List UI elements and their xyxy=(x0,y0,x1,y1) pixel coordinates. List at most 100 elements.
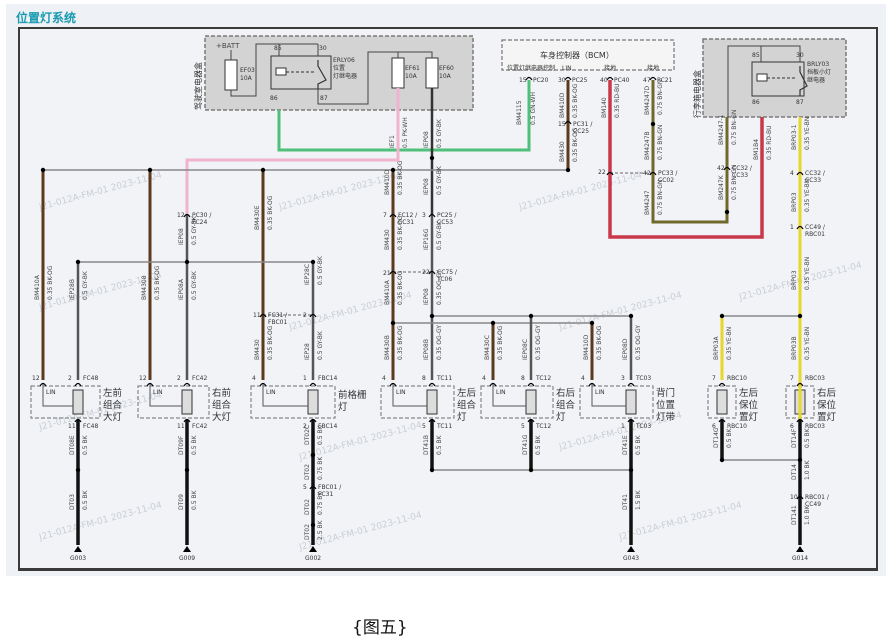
connector-icon xyxy=(428,270,436,275)
wire-spec: 0.35 YE-BN xyxy=(804,257,811,290)
wire-red-bm140 xyxy=(608,80,764,239)
cabin-box-label: 驾驶室电器盒 xyxy=(193,62,203,110)
bcm-pin-label: 接地 xyxy=(647,64,659,72)
wire-spec: 0.5 GY-BK xyxy=(436,165,443,195)
bcm-box xyxy=(501,39,675,71)
relay-desc: 灯继电器 xyxy=(333,72,357,80)
relay-coil-icon xyxy=(756,73,768,82)
lamp-name: 保位 xyxy=(739,399,759,411)
wire-spec: 0.35 BK-OG xyxy=(397,215,404,250)
splice-dot xyxy=(429,313,435,319)
wire-spec: 0.35 BK-OG xyxy=(267,195,274,230)
wire-code: BM1B4 xyxy=(753,139,760,160)
wire-spec: 0.75 BN-GN xyxy=(731,165,738,200)
wire-code: BM430C xyxy=(484,335,491,360)
watermark-text: J21-012A-FM-01 2023-11-04 xyxy=(37,500,163,543)
lamp-name: 保位 xyxy=(817,399,837,411)
pin-number: 7 xyxy=(712,375,716,382)
splice-dot xyxy=(589,320,595,326)
connector-name: TC11 xyxy=(436,375,452,382)
connector-icon xyxy=(627,418,635,423)
connector-name: TC03 xyxy=(635,375,651,382)
wire-code: BM410A xyxy=(384,279,391,305)
connector-icon xyxy=(259,382,267,387)
bcm-pin-icon xyxy=(564,76,572,81)
lamp-name: 右后 xyxy=(817,387,837,399)
pin-number: 2 xyxy=(303,312,307,319)
splice-dot xyxy=(724,209,730,215)
ground-label: G002 xyxy=(305,555,321,562)
wire-code: DT08E xyxy=(69,435,76,455)
ground-label: G043 xyxy=(623,555,639,562)
connector-name: CC49 xyxy=(805,501,821,508)
pin-number: 5 xyxy=(422,423,426,430)
relay-switch-icon xyxy=(799,66,808,96)
wire-code: BRP03 xyxy=(791,192,798,212)
wire-code: IEP08 xyxy=(423,288,430,305)
lamp-box xyxy=(480,385,554,419)
lin-label: LIN xyxy=(396,389,406,396)
wire-spec: 1.0 BK xyxy=(804,459,811,480)
ground-label: G003 xyxy=(70,555,86,562)
connector-name: FBC14 xyxy=(318,423,337,430)
pin-number: 30 xyxy=(558,77,566,84)
wire-spec: 0.35 BK-OG xyxy=(47,265,54,300)
wire-spec: 0.35 OG-GY xyxy=(436,325,443,360)
pin-number: 1 xyxy=(303,375,307,382)
splice-dot xyxy=(390,167,396,173)
pin-number: 12 xyxy=(139,375,147,382)
connector-name: TC11 xyxy=(436,423,452,430)
connector-name: PC21 xyxy=(657,77,673,84)
connector-icon xyxy=(428,418,436,423)
wire-code: DT09F xyxy=(178,435,185,455)
lin-wire xyxy=(149,384,182,407)
wire-code: DT14 xyxy=(791,464,798,480)
wire-code: DT14F xyxy=(791,428,798,448)
wire-spec: 0.35 BK-OG xyxy=(154,265,161,300)
connector-name: PC25 / xyxy=(437,212,457,219)
relay-desc: 挡板小灯 xyxy=(807,68,831,76)
splice-dot xyxy=(75,467,81,473)
lamp-icon xyxy=(426,389,438,415)
relay-pin: 85 xyxy=(752,52,760,59)
wire-spec: 0.75 BN-GN xyxy=(731,110,738,145)
ground-icon xyxy=(309,546,317,552)
bcm-pin-label: LIN xyxy=(562,65,572,72)
connector-name: CC32 / xyxy=(732,165,753,172)
splice-dot xyxy=(184,467,190,473)
lin-label: LIN xyxy=(153,389,163,396)
connector-name: FC42 xyxy=(192,375,207,382)
connector-icon xyxy=(183,213,191,218)
wire-spec: 2.5 BK xyxy=(317,519,324,540)
pin-number: 3 xyxy=(422,212,426,219)
lamp-name: 右后 xyxy=(556,387,576,399)
wire-code: BRP03B xyxy=(791,336,798,360)
wire-spec: 0.35 OG-GY xyxy=(436,270,443,305)
connector-marks xyxy=(39,76,804,552)
lin-wire xyxy=(392,384,427,407)
pin-number: 22 xyxy=(598,169,606,176)
connector-name: TC03 xyxy=(635,423,651,430)
fuse-id: EF61 xyxy=(405,65,420,72)
wire-code: BRP03-1 xyxy=(791,124,798,150)
lin-wire xyxy=(262,384,308,407)
relay-coil-icon xyxy=(275,67,287,76)
wire-code: DT41B xyxy=(423,435,430,455)
connector-icon xyxy=(428,382,436,387)
connector-icon xyxy=(723,166,731,171)
wire-code: BM430 xyxy=(254,339,261,360)
wire-spec: 0.5 GN-WH xyxy=(530,92,537,125)
pin-number: 8 xyxy=(422,375,426,382)
pin-number: 7 xyxy=(383,212,387,219)
lamp-icon xyxy=(307,389,319,415)
wire-code: BM430 xyxy=(384,229,391,250)
fuse-icon xyxy=(224,59,238,91)
pin-number: 1 xyxy=(790,224,794,231)
wire-code: BRP03 xyxy=(791,270,798,290)
wire-code: BM4308 xyxy=(141,275,148,300)
lamp-name: 组合 xyxy=(556,399,576,411)
wire-code: DT02 xyxy=(304,524,311,540)
splice-dot xyxy=(628,467,634,473)
lin-wire xyxy=(492,384,526,407)
connector-icon xyxy=(389,270,397,275)
